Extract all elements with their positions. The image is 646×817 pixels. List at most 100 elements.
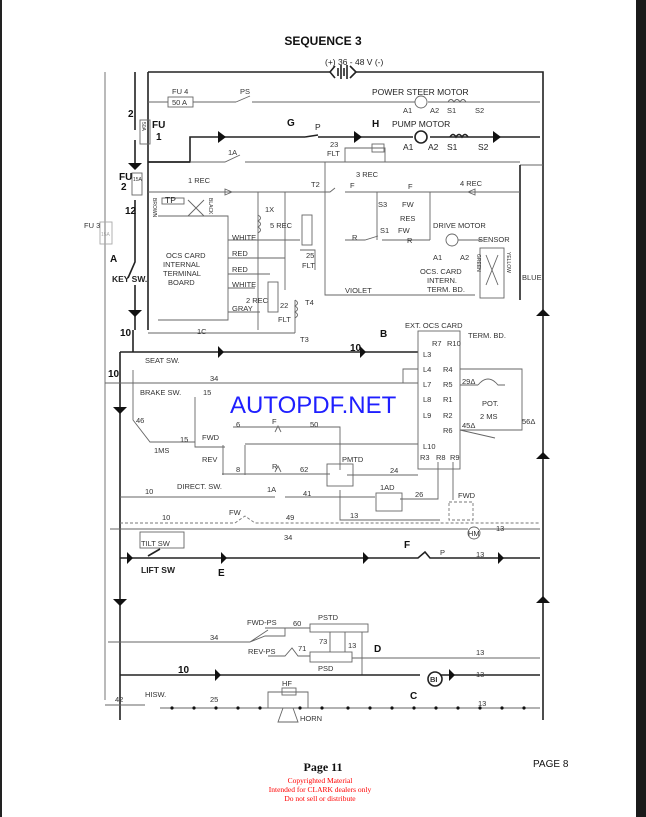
battery-indicator-icon <box>427 671 443 687</box>
battery-label: (+) 36 - 48 V (-) <box>325 57 384 67</box>
iad-box <box>375 492 403 512</box>
psd-label: PSD <box>318 664 334 673</box>
label: 1A <box>267 485 276 494</box>
wire-color-label: WHITE <box>232 280 256 289</box>
fu1-label: FU <box>152 120 165 131</box>
label-g: G <box>287 118 295 129</box>
label: P <box>440 548 445 557</box>
wire-label: 26 <box>415 490 423 499</box>
page-frame-left <box>0 0 2 817</box>
wire-label: 34 <box>284 533 292 542</box>
hisw-label: HISW. <box>145 690 166 699</box>
drive-motor-icon <box>445 233 459 247</box>
wire-label: 12 <box>125 206 137 217</box>
terminal-label: R1 <box>443 395 453 404</box>
pmtd-box <box>326 463 354 487</box>
label: A1 <box>433 253 442 262</box>
psd-wires <box>268 632 540 675</box>
wire-label: 45Δ <box>462 421 475 430</box>
fuse-fu3 <box>99 221 113 245</box>
pstd-label: PSTD <box>318 613 339 622</box>
ocs-board-wires <box>228 239 300 313</box>
fuse-fu4 <box>167 96 194 108</box>
flt25-icon <box>301 214 313 246</box>
copyright-line: Do not sell or distribute <box>284 794 356 803</box>
hour-meter-icon <box>467 526 481 540</box>
pump-motor-line <box>148 134 540 163</box>
sensor-box <box>479 247 505 299</box>
label: TERMINAL <box>163 269 201 278</box>
fw-dashed-line <box>120 515 540 524</box>
fu2-num: 2 <box>121 182 127 193</box>
power-steer-motor-icon <box>414 95 428 109</box>
label-e: E <box>218 568 225 579</box>
wire-label: 34 <box>210 374 218 383</box>
fu2-label: FU <box>119 172 132 183</box>
label: HF <box>282 679 292 688</box>
pstd-box <box>309 623 369 633</box>
fuse-fu2 <box>131 172 143 196</box>
wire-label: 13 <box>348 641 356 650</box>
label-a: A <box>110 254 117 265</box>
wire-label: 13 <box>478 699 486 708</box>
label: S2 <box>478 142 489 152</box>
diode-4rec-icon <box>466 188 476 196</box>
wire-label: 29Δ <box>462 377 475 386</box>
drive-motor-circuit <box>345 192 431 241</box>
terminal-label: L3 <box>423 350 431 359</box>
label: P <box>315 122 321 132</box>
watermark: AUTOPDF.NET <box>230 392 397 419</box>
ps-switch <box>235 95 251 103</box>
label-f: F <box>404 540 410 551</box>
pump-motor-label: PUMP MOTOR <box>392 119 450 129</box>
seat-switch-label: SEAT SW. <box>145 356 180 365</box>
wire-label: 73 <box>319 637 327 646</box>
flow-arrow-icon <box>127 552 504 564</box>
label: 1X <box>265 205 274 214</box>
ps-label: PS <box>240 87 250 96</box>
label: TP <box>165 195 176 205</box>
horn-dots <box>170 706 526 710</box>
label-h: H <box>372 119 379 130</box>
page-number: Page 11 <box>303 760 343 774</box>
copyright-line: Copyrighted Material <box>287 776 353 785</box>
label: R <box>407 236 413 245</box>
ocs-internal-board <box>158 215 229 321</box>
page-title: SEQUENCE 3 <box>284 34 362 48</box>
tp-icon <box>161 197 185 205</box>
copyright-notice: Copyrighted Material Intended for CLARK … <box>230 776 410 803</box>
label: 23 <box>330 140 338 149</box>
label: BOARD <box>168 278 195 287</box>
flow-arrow-icon <box>493 131 501 143</box>
label: HM <box>468 529 480 538</box>
label: R <box>272 462 278 471</box>
label: FLT <box>327 149 340 158</box>
horn-icon <box>267 691 309 723</box>
wire-label: 34 <box>210 633 218 642</box>
wire-label: 41 <box>303 489 311 498</box>
wire-label: 10 <box>145 487 153 496</box>
rec-line <box>148 187 520 193</box>
fu3-rating: 15A <box>101 232 111 238</box>
coil-symbol-icon <box>274 424 282 473</box>
label: 2 REC <box>246 296 269 305</box>
wire-label: 15 <box>203 388 211 397</box>
key-switch-branch <box>127 72 136 330</box>
tilt-switch-box <box>139 531 185 549</box>
direct-switch-label: DIRECT. SW. <box>177 482 222 491</box>
label: INTERNAL <box>163 260 200 269</box>
wire-label: 56Δ <box>522 417 535 426</box>
wire-color-label: BLACK <box>207 198 213 215</box>
label: 4 REC <box>460 179 483 188</box>
label: FW <box>229 508 242 517</box>
diode-1rec-icon <box>224 188 234 196</box>
label: TERM. BD. <box>427 285 465 294</box>
terminal-label: R10 <box>447 339 461 348</box>
wire-label: 10 <box>350 343 362 354</box>
label: S2 <box>475 106 484 115</box>
terminal-label: L4 <box>423 365 431 374</box>
control-wires <box>132 370 440 521</box>
field-coil-icon <box>447 99 467 103</box>
wire-label: 25 <box>210 695 218 704</box>
label: A1 <box>403 106 412 115</box>
